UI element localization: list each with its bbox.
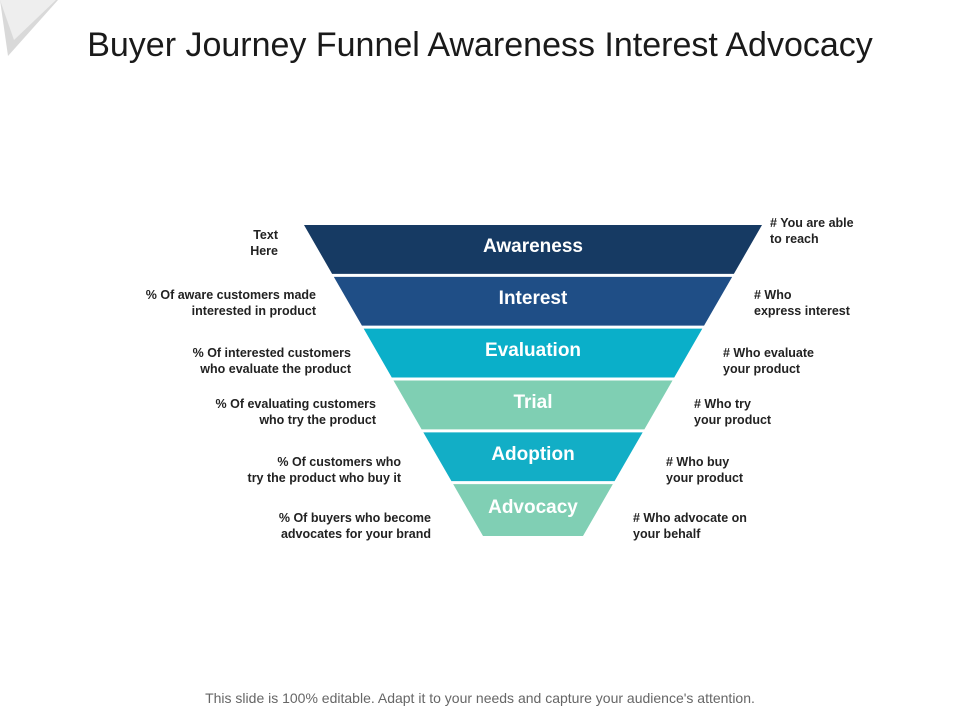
right-note: # You are able to reach xyxy=(770,215,854,247)
left-note: % Of aware customers made interested in p… xyxy=(146,287,316,319)
stage-label: Adoption xyxy=(491,443,575,465)
left-note-line: % Of customers who xyxy=(277,455,401,469)
slide-footer: This slide is 100% editable. Adapt it to… xyxy=(205,690,755,706)
right-note-line: # Who advocate on xyxy=(633,511,747,525)
left-note-line: % Of aware customers made xyxy=(145,288,316,302)
funnel-stage-evaluation xyxy=(363,328,703,378)
stage-label: Awareness xyxy=(483,236,583,258)
left-note-line: try the product who buy it xyxy=(247,471,401,485)
left-note: % Of customers who try the product who bu… xyxy=(248,454,401,486)
right-note-line: your behalf xyxy=(633,527,701,541)
right-note-line: your product xyxy=(723,362,801,376)
corner-fold-decoration xyxy=(0,0,58,56)
left-note-line: who evaluate the product xyxy=(200,362,351,376)
funnel-stage-adoption xyxy=(423,432,643,482)
right-note-line: # You are able xyxy=(770,216,854,230)
left-note-line: Here xyxy=(250,244,278,258)
slide-title: Buyer Journey Funnel Awareness Interest … xyxy=(87,26,873,64)
funnel-stage-interest xyxy=(333,276,733,326)
left-note-line: % Of evaluating customers xyxy=(215,397,376,411)
stage-label: Trial xyxy=(513,391,553,413)
right-note-line: # Who evaluate xyxy=(723,346,814,360)
right-note-line: # Who xyxy=(754,288,792,302)
left-note-line: interested in product xyxy=(191,304,316,318)
right-note-line: your product xyxy=(666,471,744,485)
right-note: # Who buy your product xyxy=(666,454,743,486)
funnel-stage-trial xyxy=(393,380,673,430)
right-note: # Who evaluate your product xyxy=(723,345,814,377)
left-note: % Of evaluating customers who try the pro… xyxy=(216,396,376,428)
funnel-stage-advocacy xyxy=(453,484,613,536)
left-note-line: % Of interested customers xyxy=(192,346,351,360)
right-note-line: to reach xyxy=(770,232,819,246)
left-note-line: Text xyxy=(253,228,278,242)
left-note: % Of buyers who become advocates for your… xyxy=(279,510,431,542)
right-note: # Who try your product xyxy=(694,396,771,428)
right-note-line: # Who try xyxy=(694,397,751,411)
left-note: % Of interested customers who evaluate th… xyxy=(193,345,351,377)
stage-label: Interest xyxy=(498,288,568,310)
left-note-line: advocates for your brand xyxy=(280,527,431,541)
left-note-line: who try the product xyxy=(259,413,376,427)
right-note-line: express interest xyxy=(754,304,850,318)
stage-label: Advocacy xyxy=(488,497,578,519)
right-note-line: your product xyxy=(694,413,772,427)
stage-label: Evaluation xyxy=(484,340,582,362)
right-note: # Who advocate on your behalf xyxy=(633,510,747,542)
right-note: # Who express interest xyxy=(754,287,850,319)
left-note-line: % Of buyers who become xyxy=(278,511,431,525)
right-note-line: # Who buy xyxy=(666,455,730,469)
funnel-stage-awareness xyxy=(304,225,762,274)
